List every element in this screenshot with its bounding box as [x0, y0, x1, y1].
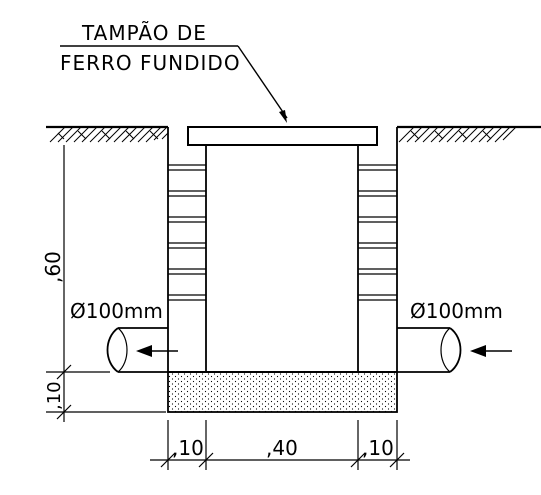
callout-line-1: TAMPÃO DE: [81, 21, 207, 45]
callout-line-2: FERRO FUNDIDO: [60, 51, 241, 75]
pipe-label-left: Ø100mm: [70, 299, 163, 323]
arrow-left-icon: [136, 345, 178, 357]
pipe-label-right: Ø100mm: [410, 299, 503, 323]
dimension-height-label: ,60: [41, 251, 65, 283]
earth-hatching-right: [398, 126, 517, 143]
dimension-base-label: ,10: [44, 381, 65, 410]
pipe-left: [106, 327, 168, 373]
cast-iron-lid: [187, 126, 378, 146]
earth-hatching-left: [49, 126, 169, 143]
dimension-inner-label: ,40: [266, 436, 298, 460]
arrow-left-icon: [470, 345, 512, 357]
pipe-right: [397, 327, 462, 373]
dimension-width-chain: [150, 420, 410, 470]
dimension-wall-right-label: ,10: [362, 436, 394, 460]
brick-wall-right: [357, 127, 398, 372]
callout-leader: [60, 45, 288, 123]
dimension-wall-left-label: ,10: [172, 436, 204, 460]
brick-wall-left: [167, 127, 207, 372]
dimension-height: [46, 145, 166, 422]
concrete-base: [167, 371, 398, 413]
